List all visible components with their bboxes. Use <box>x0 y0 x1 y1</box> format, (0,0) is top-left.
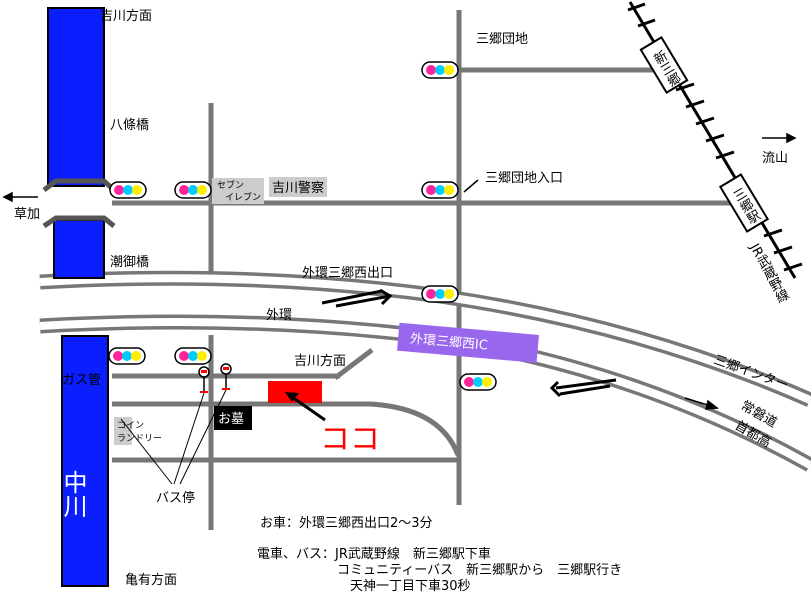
traffic-signal <box>174 347 212 365</box>
coin-laundry-label-2: ランドリー <box>117 433 162 444</box>
traffic-signal <box>174 181 212 199</box>
bus-stop-leader <box>179 389 227 485</box>
soka-label: 草加 <box>14 207 40 222</box>
bridge-rail-top <box>42 178 116 192</box>
sango-danchi-entrance-label: 三郷団地入口 <box>485 171 563 186</box>
river-name-label: 中川 <box>59 470 87 518</box>
seven-eleven-label-2: イレブン <box>225 191 261 203</box>
directions-car: お車：外環三郷西出口2〜3分 <box>260 516 433 531</box>
bus-stop-leader <box>120 418 173 485</box>
gaikan-ic-label: 外環三郷西IC <box>409 332 488 354</box>
traffic-signal <box>421 61 459 79</box>
bus-stop-sign <box>198 366 210 393</box>
destination-pointer-line <box>291 395 326 422</box>
traffic-signals <box>108 61 497 391</box>
nagareyama-label: 流山 <box>762 151 788 166</box>
traffic-signal <box>109 181 147 199</box>
police-label: 吉川警察 <box>272 180 324 196</box>
koko-label: ココ <box>320 422 380 457</box>
coin-laundry-box <box>114 417 132 445</box>
gas-pipe-label: ガス管 <box>62 373 101 388</box>
hachijo-bridge-label: 八條橋 <box>110 118 149 133</box>
destination-marker <box>268 381 322 403</box>
seven-eleven-label-1: セブン <box>217 179 244 191</box>
road-grave-curve <box>112 401 461 456</box>
railway-ties <box>627 2 803 272</box>
shiomi-bridge-label: 潮御橋 <box>110 255 149 270</box>
grave-box <box>214 406 252 430</box>
traffic-signal <box>459 373 497 391</box>
gaikan-label: 外環 <box>266 308 292 323</box>
bus-stop-sign <box>220 363 232 390</box>
arrow-misato-ic-head <box>705 399 719 410</box>
directions-train-1: 電車、バス：JR武蔵野線 新三郷駅下車 <box>257 546 491 562</box>
gaikan-direction-arrows <box>321 288 617 398</box>
bridge-rail-bottom <box>42 215 116 229</box>
gaikan-ic-sign: 外環三郷西IC <box>397 322 539 363</box>
gaikan-exit-label: 外環三郷西出口 <box>302 266 393 281</box>
arrow-soka-head <box>2 191 13 203</box>
directions-train-2: コミュニティーバス 新三郷駅から 三郷駅行き <box>337 562 622 578</box>
station-shin-misato: 新三郷 <box>639 36 689 94</box>
coin-laundry-label-1: コイン <box>117 421 144 431</box>
yoshikawa-top-label: 吉川方面 <box>100 8 152 24</box>
directions-train-3: 天神一丁目下車30秒 <box>350 579 471 594</box>
river-lower <box>61 335 109 587</box>
yoshikawa-small-label: 吉川方面 <box>294 353 346 369</box>
direction-arrows <box>2 132 797 410</box>
seven-eleven-box <box>212 178 264 204</box>
bus-stop-label: バス停 <box>156 490 195 506</box>
traffic-signal <box>421 285 459 303</box>
kameari-label: 亀有方面 <box>125 572 177 588</box>
police-box <box>269 177 327 197</box>
sango-danchi-label: 三郷団地 <box>476 32 528 47</box>
arrow-danchi-entrance <box>463 179 479 193</box>
river-middle <box>53 219 105 279</box>
river-upper <box>47 7 105 187</box>
nakagawa-river: 中川 <box>42 7 116 587</box>
bus-stops: バス停 <box>120 363 232 506</box>
grave-label: お墓 <box>218 412 244 427</box>
destination-pointer-head <box>285 392 299 402</box>
local-roads <box>112 10 740 530</box>
traffic-signal <box>108 347 146 365</box>
bus-stop-leader <box>173 392 205 485</box>
arrow-westbound <box>549 378 617 398</box>
traffic-signal <box>421 181 459 199</box>
arrow-nagareyama-head <box>786 132 797 144</box>
road-yoshikawa-branch <box>333 348 374 380</box>
arrow-eastbound <box>321 288 393 308</box>
